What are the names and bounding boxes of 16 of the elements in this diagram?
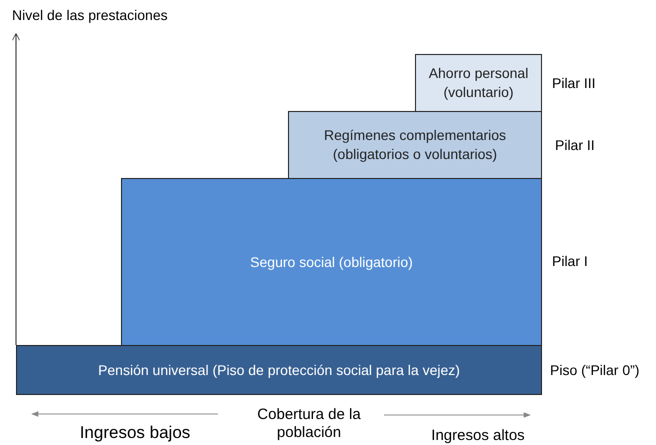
pillar-box: [16, 345, 542, 395]
axis-label: Ingresos bajos: [78, 424, 192, 442]
axis-title: Nivel de las prestaciones: [12, 6, 168, 24]
pillar-box: [121, 178, 542, 346]
box-text: Seguro social (obligatorio): [250, 254, 413, 270]
pillar-label: Piso (“Pilar 0”): [550, 361, 640, 379]
box-text: Pensión universal (Piso de protección social para la vejez): [98, 362, 460, 378]
box-text: Ahorro personal (voluntario): [428, 65, 528, 100]
pillar-label: Pilar II: [555, 136, 595, 154]
pillar-label: Pilar I: [552, 252, 588, 270]
axis-label: Ingresos altos: [430, 427, 526, 445]
pillar-box: [415, 54, 542, 112]
box-text: Regímenes complementarios (obligatorios o voluntarios): [324, 127, 506, 162]
pillar-box: [288, 111, 542, 179]
axis-label: Cobertura de la población: [256, 406, 362, 442]
pillar-label: Pilar III: [552, 74, 596, 92]
